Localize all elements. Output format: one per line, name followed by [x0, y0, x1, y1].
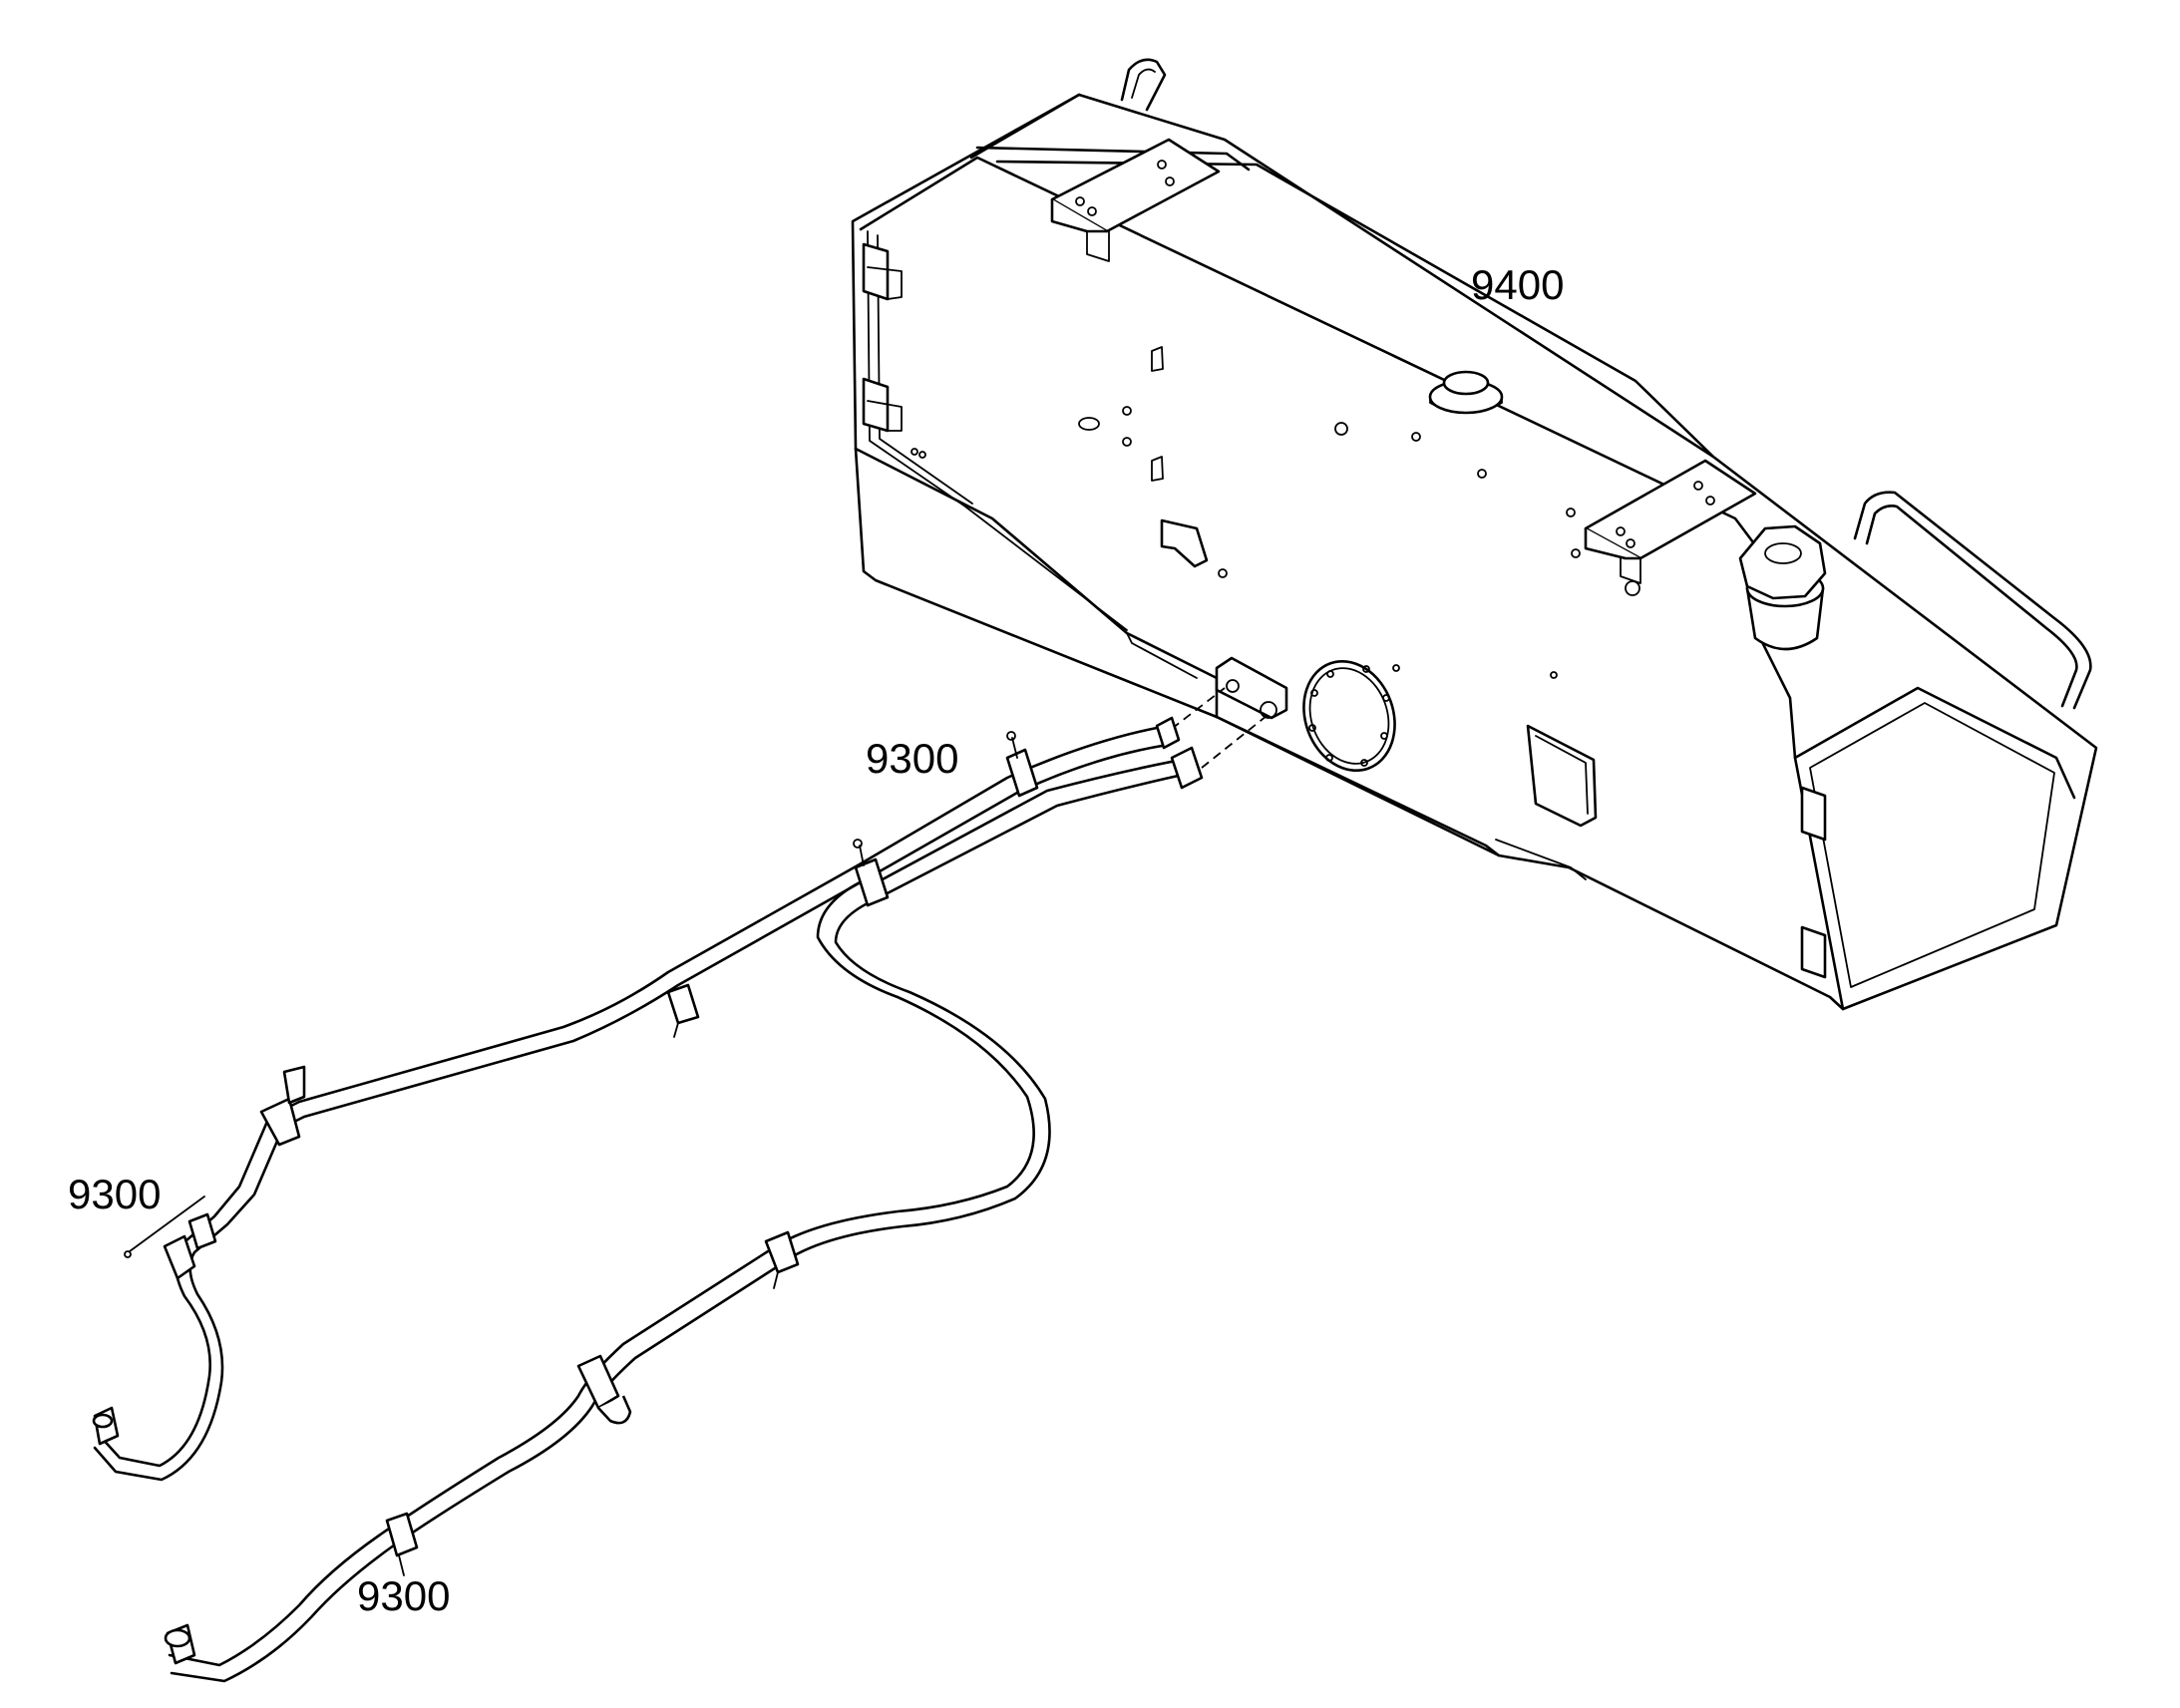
- fuel-tank-assembly: [851, 58, 2098, 1011]
- callout-9300-left: 9300: [68, 1171, 161, 1217]
- lifting-eye: [1120, 58, 1167, 112]
- lifting-handle: [1853, 491, 2092, 710]
- hose-fittings: [92, 716, 1204, 1665]
- callout-9400: 9400: [1471, 261, 1564, 308]
- hose-clamps: [259, 731, 1039, 1576]
- callout-9300-upper: 9300: [866, 735, 958, 782]
- fuel-hose-return: [168, 877, 1035, 1667]
- tank-body: [851, 93, 2098, 1011]
- hose-port-block: [1215, 656, 1288, 720]
- recessed-panel: [1526, 724, 1598, 828]
- sender-cap: [1428, 370, 1504, 415]
- filler-cap: [1738, 524, 1827, 651]
- hose-assembly: [92, 716, 1204, 1683]
- inspection-cover: [1302, 659, 1396, 773]
- fuel-hose-left: [98, 1115, 271, 1468]
- callout-9300-lower: 9300: [357, 1572, 450, 1619]
